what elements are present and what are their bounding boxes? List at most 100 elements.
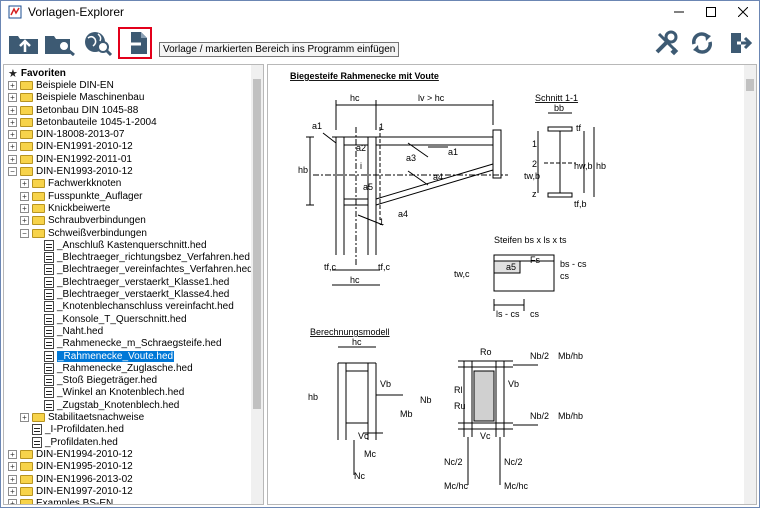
preview-scrollbar[interactable] — [744, 65, 756, 504]
label-ro: Ro — [480, 347, 492, 357]
expand-icon[interactable]: + — [8, 154, 17, 164]
expand-icon[interactable]: + — [8, 130, 17, 140]
expand-icon[interactable]: + — [20, 191, 29, 201]
expand-icon[interactable]: + — [8, 474, 17, 484]
file-icon — [44, 338, 54, 350]
calc-model-left — [337, 346, 403, 475]
web-search-button[interactable] — [81, 27, 115, 59]
tree-folder-item[interactable]: +Fachwerkknoten — [20, 178, 121, 190]
tree-file-item[interactable]: _Knotenblechanschluss vereinfacht.hed — [44, 301, 234, 313]
tree-file-item[interactable]: _Rahmenecke_Voute.hed — [44, 350, 175, 362]
tree-folder-item[interactable]: ★Favoriten — [8, 67, 66, 80]
label-tfb: tf,b — [574, 199, 587, 209]
maximize-button[interactable] — [695, 1, 727, 23]
label-sec-z: z — [532, 189, 537, 199]
tree-item-label: Favoriten — [20, 67, 66, 79]
close-button[interactable] — [727, 1, 759, 23]
expand-icon[interactable]: + — [20, 413, 29, 423]
tree-folder-item[interactable]: + Knickbeiwerte — [20, 202, 110, 214]
tree-folder-item[interactable]: +Fusspunkte_Auflager — [20, 190, 143, 202]
folder-icon — [20, 130, 33, 140]
label-right-vb: Vb — [508, 379, 519, 389]
tree-file-item[interactable]: _Anschluß Kastenquerschnitt.hed — [44, 239, 207, 251]
refresh-icon — [692, 32, 712, 54]
tree-folder-item[interactable]: +DIN-EN1997-2010-12 — [8, 485, 133, 497]
tree-file-item[interactable]: _Blechtraeger_verstaerkt_Klasse4.hed — [44, 288, 229, 301]
file-icon — [44, 325, 54, 337]
window-title: Vorlagen-Explorer — [28, 5, 125, 19]
tree-file-item[interactable]: _I-Profildaten.hed — [32, 424, 124, 436]
minimize-icon — [674, 11, 684, 13]
tree-file-item[interactable]: _Rahmenecke_Zuglasche.hed — [44, 362, 193, 374]
tree-file-item[interactable]: _Rahmenecke_m_Schraegsteife.hed — [44, 338, 222, 350]
tree-folder-item[interactable]: +DIN-18008-2013-07 — [8, 129, 124, 141]
elevation-labels: hc lv > hc a1 a2 a3 a1 a4 a5 a4 hb tf,c … — [298, 93, 458, 285]
tree-item-label: DIN-EN1993-2010-12 — [36, 166, 133, 178]
tree-folder-item[interactable]: +DIN-EN1996-2013-02 — [8, 473, 133, 485]
expand-icon[interactable]: + — [8, 142, 17, 152]
tree-folder-item[interactable]: +DIN-EN1992-2011-01 — [8, 153, 132, 165]
tree-item-label: Stabilitaetsnachweise — [48, 412, 145, 424]
tree-item-label: Knickbeiwerte — [48, 202, 111, 214]
tree-folder-item[interactable]: +DIN-EN1995-2010-12 — [8, 461, 133, 473]
folder-search-button[interactable] — [43, 27, 77, 59]
exit-button[interactable] — [723, 27, 757, 59]
refresh-button[interactable] — [685, 27, 719, 59]
tree-item-label: Beispiele DIN-EN — [36, 79, 114, 91]
expand-icon[interactable]: + — [8, 117, 17, 127]
tree-folder-item[interactable]: +Examples BS-EN — [8, 498, 113, 504]
tree-item-label: DIN-EN1991-2010-12 — [36, 141, 133, 153]
label-cs: cs — [560, 271, 570, 281]
tree-item-label: Schraubverbindungen — [48, 215, 146, 227]
tree-folder-item[interactable]: + Beispiele Maschinenbau — [8, 92, 144, 104]
file-icon — [44, 387, 54, 399]
tree-folder-item[interactable]: −Schweißverbindungen — [20, 227, 147, 239]
expand-icon[interactable]: + — [20, 216, 29, 226]
tree-folder-item[interactable]: − DIN-EN1993-2010-12 — [8, 165, 133, 177]
expand-icon[interactable]: + — [20, 179, 29, 189]
label-model-nc: Nc — [354, 471, 365, 481]
tree-folder-item[interactable]: + Schraubverbindungen — [20, 215, 146, 227]
template-tree-panel: ★Favoriten+Beispiele DIN-EN+Beispiele Ma… — [3, 64, 264, 505]
tree-file-item[interactable]: _Blechtraeger_vereinfachtes_Verfahren.he… — [44, 264, 253, 276]
minimize-button[interactable] — [663, 1, 695, 23]
tree-folder-item[interactable]: +Betonbau DIN 1045-88 — [8, 104, 138, 116]
tree-folder-item[interactable]: + Stabilitaetsnachweise — [20, 411, 144, 423]
title-bar: Vorlagen-Explorer — [1, 1, 759, 23]
folder-icon — [32, 216, 45, 226]
folder-icon — [20, 474, 33, 484]
label-a2: a2 — [356, 143, 366, 153]
folder-up-button[interactable] — [7, 27, 41, 59]
collapse-icon[interactable]: − — [20, 228, 29, 238]
tree-file-item[interactable]: _Blechtraeger_richtungsbez_Verfahren.hed — [44, 252, 250, 264]
tree-item-label: Beispiele Maschinenbau — [36, 92, 145, 104]
expand-icon[interactable]: + — [8, 499, 17, 504]
tree-file-item[interactable]: _Konsole_T_Querschnitt.hed — [44, 313, 187, 325]
tree-file-item[interactable]: _Naht.hed — [44, 325, 103, 337]
insert-template-button[interactable] — [118, 27, 152, 59]
tree-scrollbar[interactable] — [251, 65, 263, 504]
tree-folder-item[interactable]: +DIN-EN1994-2010-12 — [8, 448, 133, 460]
expand-icon[interactable]: + — [20, 203, 29, 213]
tree-file-item[interactable]: _Winkel an Knotenblech.hed — [44, 387, 184, 399]
settings-tools-button[interactable] — [649, 27, 683, 59]
tree-folder-item[interactable]: +Betonbauteile 1045-1-2004 — [8, 116, 157, 128]
tree-folder-item[interactable]: + DIN-EN1991-2010-12 — [8, 141, 133, 153]
tree-file-item[interactable]: _Profildaten.hed — [32, 436, 118, 448]
tree-file-item[interactable]: _Blechtraeger_verstaerkt_Klasse1.hed — [44, 276, 229, 288]
section-1-1 — [537, 112, 595, 198]
tree-file-item[interactable]: _Stoß Biegeträger.hed — [44, 375, 157, 387]
expand-icon[interactable]: + — [8, 105, 17, 115]
expand-icon[interactable]: + — [8, 486, 17, 496]
expand-icon[interactable]: + — [8, 93, 17, 103]
expand-icon[interactable]: + — [8, 80, 17, 90]
tree-scrollbar-thumb[interactable] — [253, 79, 261, 409]
expand-icon[interactable]: + — [8, 462, 17, 472]
preview-scrollbar-thumb[interactable] — [746, 79, 754, 91]
expand-icon[interactable]: + — [8, 449, 17, 459]
collapse-icon[interactable]: − — [8, 167, 17, 177]
file-icon — [44, 239, 54, 251]
tree-file-item[interactable]: _Zugstab_Knotenblech.hed — [44, 399, 179, 411]
tree-folder-item[interactable]: + Beispiele DIN-EN — [8, 79, 114, 91]
